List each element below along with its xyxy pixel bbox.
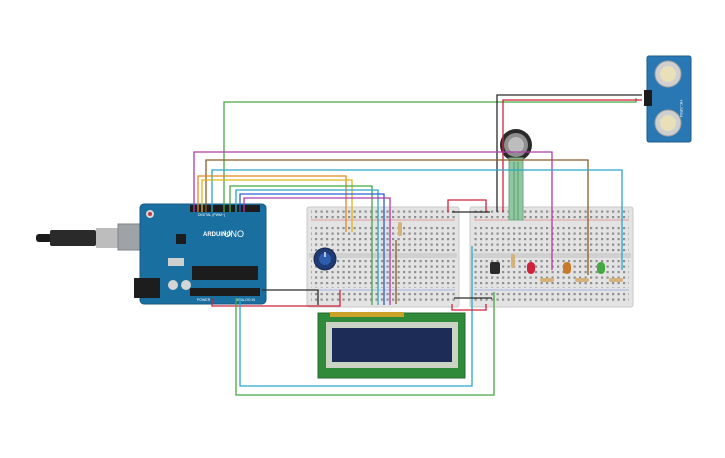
breadboard-left: [306, 206, 460, 308]
arduino-digital-label: DIGITAL (PWM~): [198, 213, 225, 217]
wire-green-lcd: [229, 185, 373, 305]
wire-red-5v: [211, 290, 341, 307]
wire-blue-lcd: [239, 193, 385, 305]
wire-yellow: [201, 179, 353, 232]
arduino-logo-text: ARDUINO: [203, 232, 231, 238]
resistor-icon: [398, 222, 402, 236]
wire-teal-loop: [239, 246, 473, 387]
wire-green-loop: [235, 292, 495, 396]
resistor-icon: [511, 254, 515, 268]
ultrasonic-label: HC-SR04: [679, 100, 684, 118]
wire-black-sonar: [496, 94, 642, 212]
temperature-sensor-icon[interactable]: [490, 262, 500, 274]
wire-brown-led: [205, 159, 589, 275]
resistor-icon: [609, 278, 623, 282]
wire-purple-lcd: [243, 197, 391, 305]
ultrasonic-sensor[interactable]: HC-SR04: [644, 55, 692, 143]
force-sensor-icon[interactable]: [500, 129, 532, 221]
lcd-display[interactable]: [317, 312, 466, 379]
arduino-analog-label: ANALOG IN: [236, 298, 256, 302]
arduino-brand: UNO: [224, 229, 244, 239]
arduino-power-label: POWER: [197, 298, 211, 302]
potentiometer-icon[interactable]: [313, 247, 337, 271]
wire-orange: [197, 175, 347, 232]
usb-cable-icon: [36, 223, 161, 251]
wire-teal-led: [211, 169, 623, 270]
resistor-icon: [575, 278, 589, 282]
wire-teal-lcd: [235, 189, 379, 305]
wire-red-sonar: [502, 99, 642, 212]
wire-green-top: [223, 98, 637, 212]
wire-purple-led: [193, 151, 553, 270]
wires: [193, 94, 642, 396]
arduino-uno-board[interactable]: ARDUINO UNO DIGITAL (PWM~) ANALOG IN POW…: [36, 203, 267, 305]
resistor-icon: [540, 278, 554, 282]
wire-black-gnd: [262, 289, 319, 305]
led-icon[interactable]: [527, 262, 535, 274]
led-icon[interactable]: [563, 262, 571, 274]
wire-red-bridge-bottom: [451, 304, 487, 311]
wire-red-bridge: [447, 199, 487, 212]
led-icon[interactable]: [597, 262, 605, 274]
